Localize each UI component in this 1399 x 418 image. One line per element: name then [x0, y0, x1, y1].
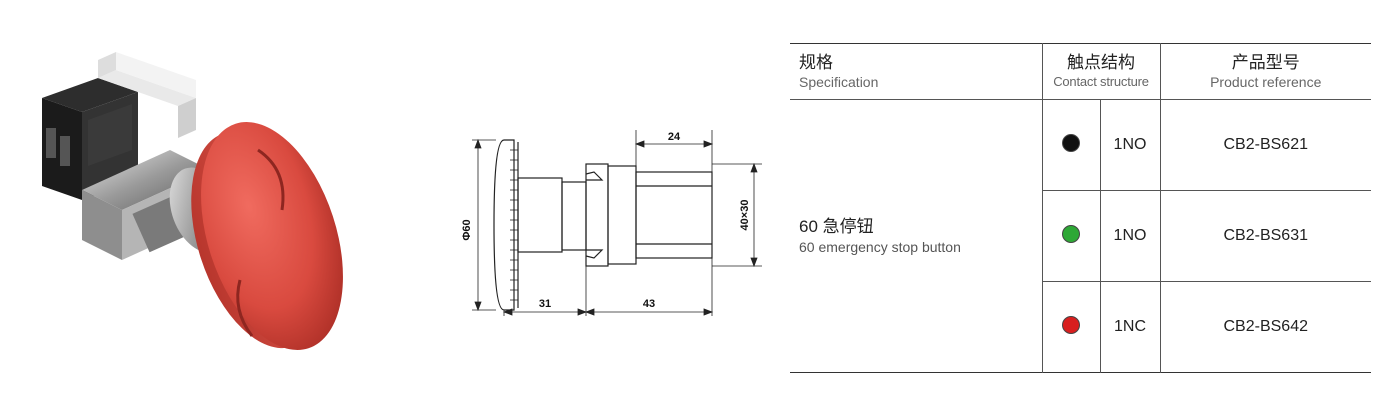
label-block [98, 52, 196, 138]
reference-cell: CB2-BS631 [1159, 190, 1371, 282]
dim-diameter: Φ60 [461, 219, 473, 240]
cap-serrations [510, 149, 518, 301]
table-row: 60 急停钮 60 emergency stop button 1NO CB2-… [790, 99, 1371, 255]
reference-cell: CB2-BS621 [1159, 99, 1371, 191]
dim-40x30: 40×30 [739, 200, 751, 231]
black-dot-icon [1062, 133, 1080, 152]
dim-31: 31 [539, 298, 551, 310]
contact-cell: 1NO [1099, 190, 1160, 282]
dimension-drawing: Φ60 24 40×30 31 43 [461, 130, 762, 316]
color-dot-cell [1041, 99, 1100, 191]
header-ref-en: Product reference [1210, 73, 1322, 90]
contact-cell: 1NC [1099, 281, 1160, 373]
reference-cell: CB2-BS642 [1159, 281, 1371, 373]
rotate-arrow-icon [236, 279, 254, 337]
spec-cell: 60 急停钮 60 emergency stop button [790, 100, 1042, 373]
color-dot-cell [1041, 190, 1100, 282]
green-dot-icon [1062, 224, 1080, 243]
header-contact-en: Contact structure [1053, 73, 1149, 89]
dim-24: 24 [668, 131, 681, 143]
red-dot-icon [1062, 315, 1080, 334]
header-specification: 规格 Specification [790, 43, 1042, 100]
header-contact-cn: 触点结构 [1067, 52, 1135, 72]
rotate-arrow-icon [257, 148, 285, 211]
header-spec-en: Specification [799, 73, 879, 90]
header-product-reference: 产品型号 Product reference [1159, 43, 1371, 100]
header-ref-cn: 产品型号 [1231, 52, 1300, 72]
dim-43: 43 [643, 298, 655, 310]
color-dot-cell [1041, 281, 1100, 373]
contact-cell: 1NO [1099, 99, 1160, 191]
product-photo [42, 52, 343, 350]
header-contact-structure: 触点结构 Contact structure [1041, 43, 1160, 100]
cap-outline [493, 139, 515, 311]
spec-table: 规格 Specification 触点结构 Contact structure … [790, 43, 1371, 373]
spec-name-en: 60 emergency stop button [799, 239, 961, 255]
table-row: 1NO CB2-BS631 [790, 190, 1371, 282]
table-row: 1NC CB2-BS642 [790, 281, 1371, 373]
spec-name-cn: 60 急停钮 [799, 217, 874, 236]
header-spec-cn: 规格 [799, 52, 833, 72]
table-header-row: 规格 Specification 触点结构 Contact structure … [790, 43, 1371, 100]
